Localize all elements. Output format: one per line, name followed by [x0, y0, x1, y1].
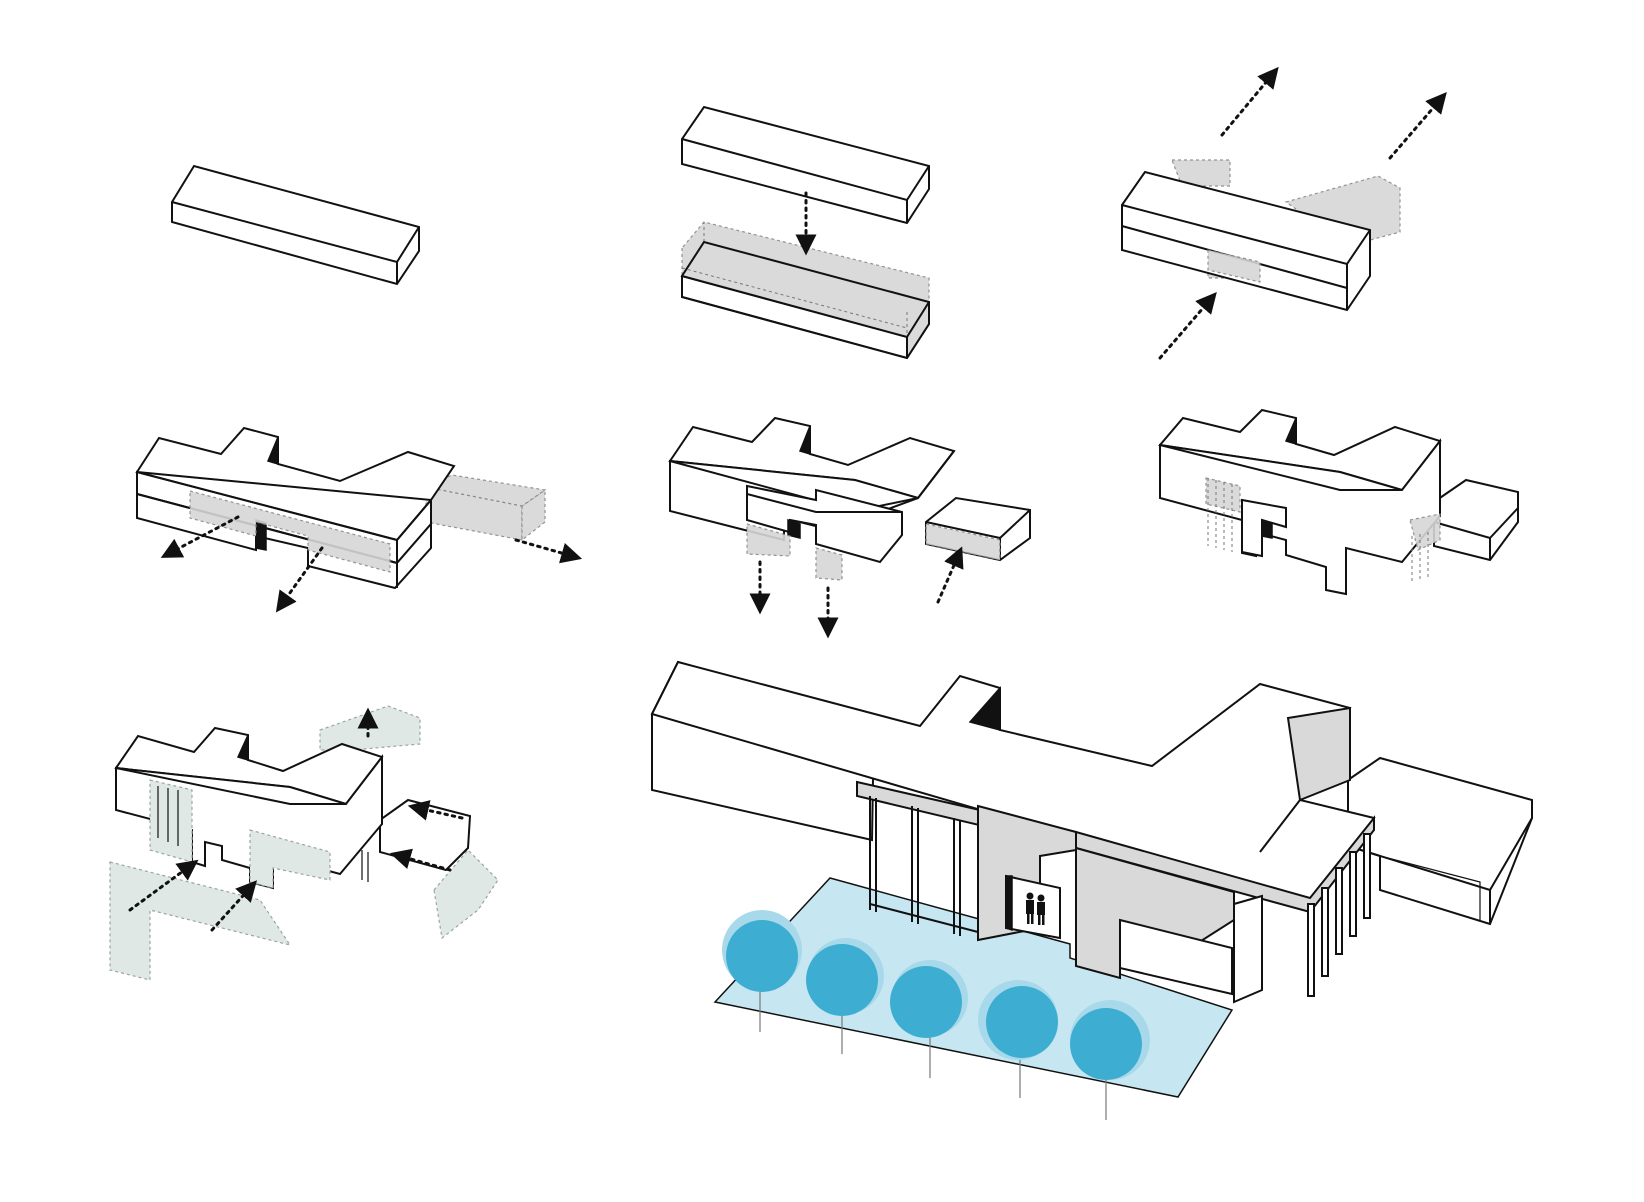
- step-3-extrusions: [1121, 66, 1447, 360]
- step-6-carved: [1158, 408, 1519, 596]
- person-silhouette-icon: [1026, 892, 1045, 925]
- step-5-pushed-down: [668, 416, 1031, 639]
- columns: [1307, 833, 1371, 997]
- tree-icon: [722, 910, 802, 1032]
- step-1-single-bar: [171, 164, 420, 286]
- tree-icon: [806, 938, 884, 1054]
- step-2-stacked-bars: [680, 105, 930, 361]
- tree-icon: [978, 980, 1058, 1098]
- step-4-cross-plan: [135, 426, 583, 613]
- glass-wall: [869, 796, 979, 936]
- tree-icon: [1070, 1000, 1150, 1120]
- step-7-facade-planes: [109, 705, 499, 981]
- step-8-final-building: [650, 660, 1533, 1120]
- tree-icon: [890, 960, 968, 1078]
